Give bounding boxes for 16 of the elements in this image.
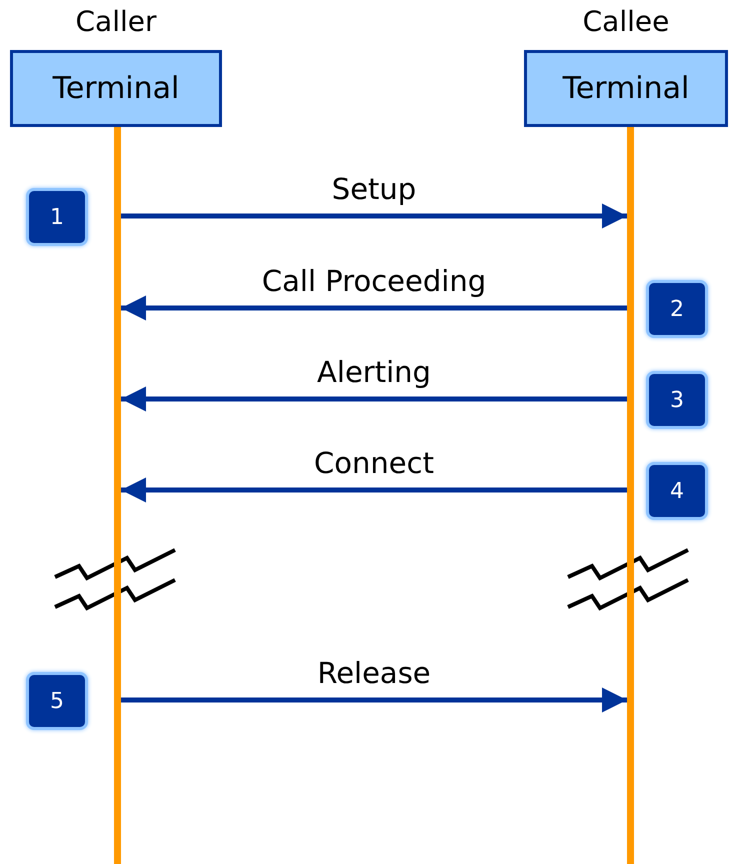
participant-name: Callee — [582, 5, 670, 38]
message-arrow — [121, 386, 627, 412]
step-number: 3 — [646, 371, 708, 429]
step-number: 5 — [26, 672, 88, 730]
message-arrow — [121, 688, 627, 712]
lifeline — [114, 127, 121, 864]
participant-label: Terminal — [52, 71, 180, 106]
participant-name: Caller — [74, 5, 158, 38]
step-number: 2 — [646, 280, 708, 338]
lifeline — [627, 127, 634, 864]
step-number: 4 — [646, 462, 708, 520]
message-arrow — [121, 478, 627, 502]
message-arrow — [121, 204, 627, 228]
message-arrow — [121, 296, 627, 320]
step-number: 1 — [26, 188, 88, 246]
participant-label: Terminal — [562, 71, 690, 106]
